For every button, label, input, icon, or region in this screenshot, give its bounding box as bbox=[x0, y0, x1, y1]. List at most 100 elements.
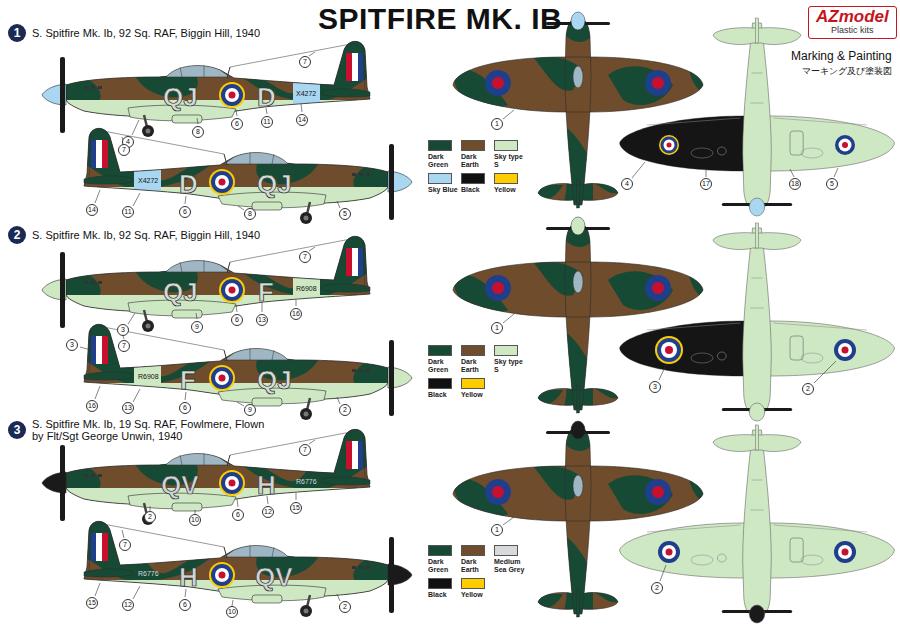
color-swatch bbox=[428, 378, 452, 389]
callout-number: 7 bbox=[299, 56, 311, 68]
code-letters: QJ bbox=[257, 171, 292, 197]
legend-item: Yellow bbox=[461, 578, 494, 599]
brand-name: AZmodel bbox=[816, 8, 889, 26]
code-letters: QV bbox=[161, 472, 199, 498]
callout-number: 18 bbox=[789, 178, 801, 190]
code-letters: H bbox=[257, 472, 276, 498]
leader-line bbox=[95, 52, 838, 210]
legend-text: Dark Green bbox=[428, 153, 459, 169]
top-view bbox=[448, 10, 708, 210]
roundel bbox=[655, 135, 856, 563]
legend-text: Dark Earth bbox=[461, 558, 492, 574]
callout-number: 7 bbox=[299, 251, 311, 263]
callout-number: 1 bbox=[491, 322, 503, 334]
legend-text: Black bbox=[428, 391, 459, 399]
callout-number: 5 bbox=[339, 208, 351, 220]
callout-number: 6 bbox=[232, 509, 244, 521]
callout-number: 4 bbox=[621, 178, 633, 190]
code-letters: F bbox=[258, 279, 274, 305]
color-legend: Dark GreenDark EarthSky type SSky BlueBl… bbox=[428, 140, 527, 194]
callout-number: 7 bbox=[119, 539, 131, 551]
callout-number: 12 bbox=[262, 506, 274, 518]
sheet-heading: Marking & Painting bbox=[791, 50, 892, 63]
callout-number: 9 bbox=[191, 321, 203, 333]
callout-number: 16 bbox=[290, 308, 302, 320]
side-profile bbox=[39, 35, 374, 137]
serial-number: X4272 bbox=[296, 90, 316, 97]
color-swatch bbox=[494, 345, 518, 356]
callout-number: 15 bbox=[290, 502, 302, 514]
legend-item: Dark Earth bbox=[461, 140, 494, 169]
callout-number: 10 bbox=[189, 514, 201, 526]
side-profile bbox=[80, 122, 415, 224]
callout-number: 9 bbox=[244, 404, 256, 416]
set-number: 1 bbox=[8, 24, 26, 42]
side-profile bbox=[80, 318, 415, 420]
color-swatch bbox=[461, 545, 485, 556]
callout-number: 16 bbox=[86, 400, 98, 412]
callout-number: 13 bbox=[122, 402, 134, 414]
code-letters: H bbox=[179, 564, 198, 590]
color-swatch bbox=[461, 345, 485, 356]
serial-number: X4272 bbox=[138, 177, 158, 184]
callout-number: 14 bbox=[86, 204, 98, 216]
callout-number: 3 bbox=[117, 324, 129, 336]
code-letters: F bbox=[180, 367, 196, 393]
logo-box: AZmodelPlastic kits bbox=[808, 6, 897, 39]
legend-item: Dark Green bbox=[428, 140, 461, 169]
color-swatch bbox=[428, 140, 452, 151]
legend-text: Dark Green bbox=[428, 358, 459, 374]
caption: S. Spitfire Mk. Ib, 19 Sq. RAF, Fowlmere… bbox=[32, 418, 272, 442]
callout-number: 6 bbox=[179, 206, 191, 218]
legend-item: Black bbox=[428, 378, 461, 399]
set-number: 2 bbox=[8, 226, 26, 244]
color-swatch bbox=[494, 545, 518, 556]
callout-number: 7 bbox=[118, 144, 130, 156]
legend-text: Dark Green bbox=[428, 558, 459, 574]
legend-text: Dark Earth bbox=[461, 153, 492, 169]
color-swatch bbox=[494, 140, 518, 151]
color-legend: Dark GreenDark EarthSky type SBlackYello… bbox=[428, 345, 527, 399]
color-swatch bbox=[461, 378, 485, 389]
callout-number: 14 bbox=[296, 114, 308, 126]
callout-number: 6 bbox=[231, 314, 243, 326]
legend-text: Yellow bbox=[461, 391, 492, 399]
color-swatch bbox=[428, 545, 452, 556]
callout-number: 2 bbox=[339, 404, 351, 416]
serial-number: R6908 bbox=[296, 285, 317, 292]
legend-text: Sky type S bbox=[494, 153, 525, 169]
legend-text: Dark Earth bbox=[461, 358, 492, 374]
callout-number: 6 bbox=[179, 402, 191, 414]
set-number: 3 bbox=[8, 421, 26, 439]
legend-text: Medium Sea Grey bbox=[494, 558, 525, 574]
color-swatch bbox=[461, 173, 485, 184]
callout-number: 5 bbox=[826, 178, 838, 190]
legend-item: Yellow bbox=[494, 173, 527, 194]
leader-line bbox=[80, 247, 836, 406]
side-profile bbox=[39, 230, 374, 332]
legend-text: Black bbox=[461, 186, 492, 194]
code-letters: QJ bbox=[257, 367, 292, 393]
side-profile bbox=[80, 515, 415, 617]
code-letters: QJ bbox=[163, 84, 198, 110]
callout-number: 3 bbox=[66, 339, 78, 351]
code-letters: D bbox=[179, 171, 198, 197]
legend-item: Medium Sea Grey bbox=[494, 545, 527, 574]
color-legend: Dark GreenDark EarthMedium Sea GreyBlack… bbox=[428, 545, 527, 599]
callout-number: 6 bbox=[179, 599, 191, 611]
underside-view bbox=[614, 18, 895, 216]
callout-number: 2 bbox=[144, 511, 156, 523]
underside-view bbox=[614, 223, 895, 421]
serial-number: R6776 bbox=[296, 478, 317, 485]
legend-item: Black bbox=[428, 578, 461, 599]
leader-line bbox=[95, 440, 666, 606]
callout-number: 8 bbox=[192, 126, 204, 138]
callout-number: 11 bbox=[261, 116, 273, 128]
underside-view bbox=[614, 425, 895, 623]
serial-number: R6776 bbox=[138, 570, 159, 577]
caption: S. Spitfire Mk. Ib, 92 Sq. RAF, Biggin H… bbox=[32, 229, 260, 241]
legend-text: Yellow bbox=[461, 591, 492, 599]
legend-item: Dark Green bbox=[428, 345, 461, 374]
